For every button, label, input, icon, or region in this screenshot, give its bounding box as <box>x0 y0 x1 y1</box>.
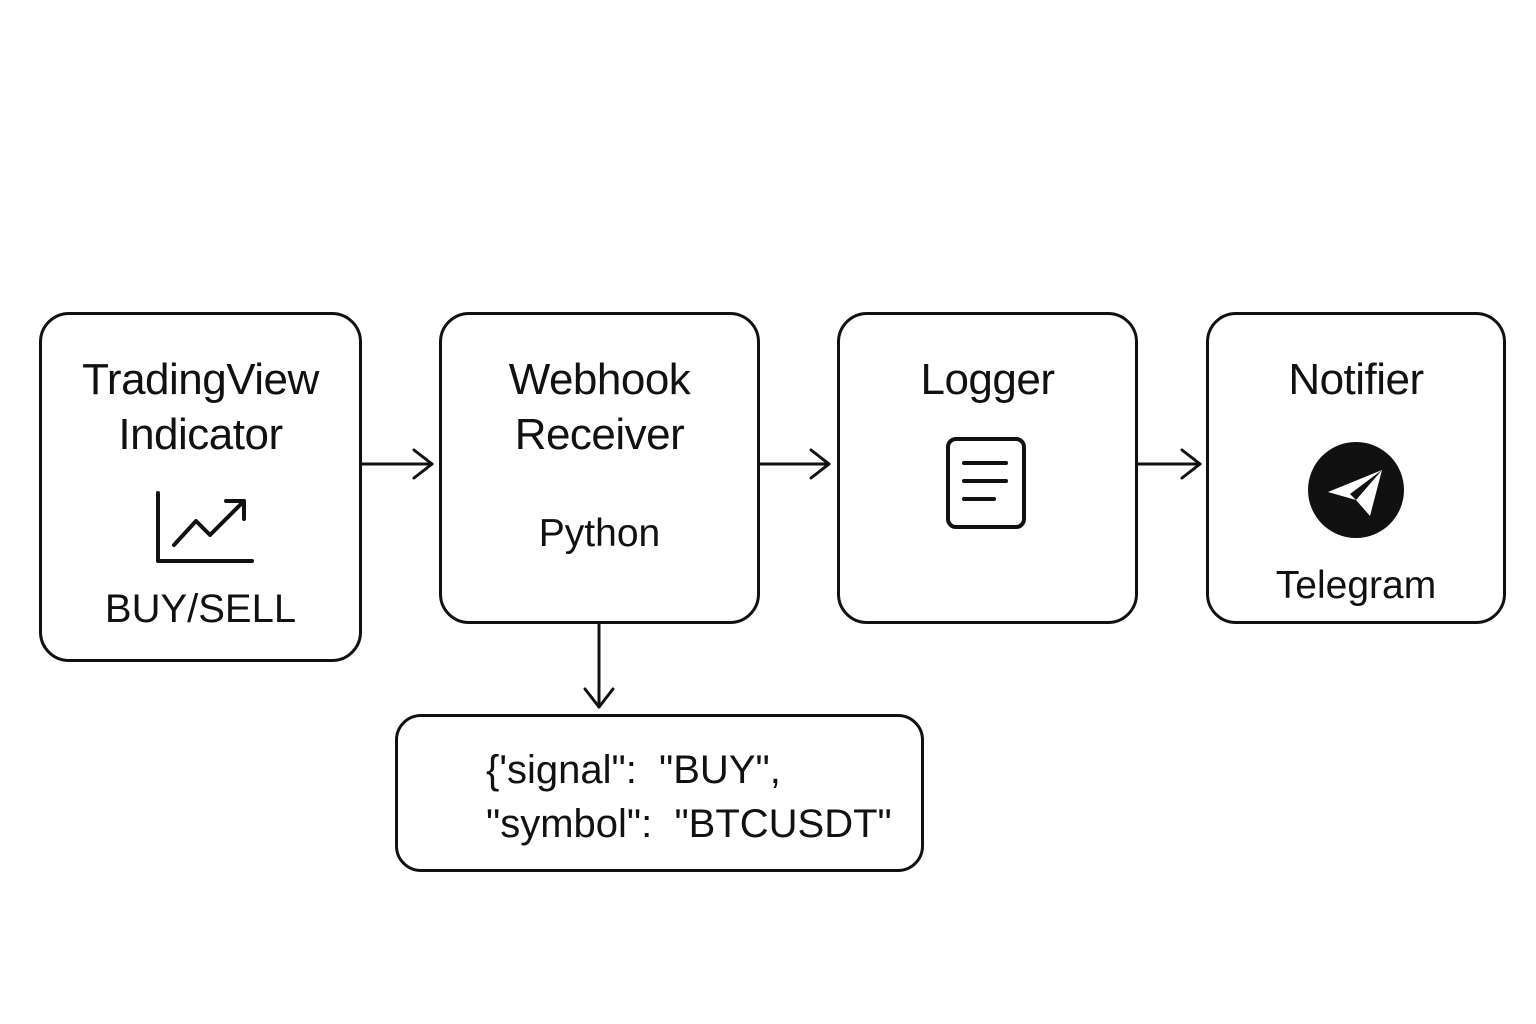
webhook-receiver-node: Webhook Receiver Python <box>439 312 760 624</box>
notifier-title: Notifier <box>1288 355 1424 404</box>
tradingview-title-line1: TradingView <box>82 355 319 404</box>
payload-line-1: {'signal": "BUY", <box>486 748 781 792</box>
telegram-icon <box>1308 442 1404 538</box>
json-payload-node: {'signal": "BUY", "symbol": "BTCUSDT" <box>395 714 924 872</box>
logger-node: Logger <box>837 312 1138 624</box>
tradingview-title-line2: Indicator <box>118 410 283 459</box>
arrow-tradingview-to-webhook <box>360 448 434 480</box>
tradingview-caption: BUY/SELL <box>104 587 297 631</box>
arrow-webhook-to-logger <box>758 448 831 480</box>
document-icon <box>946 437 1026 529</box>
trending-up-chart-icon <box>156 491 254 563</box>
tradingview-indicator-node: TradingView Indicator BUY/SELL <box>39 312 362 662</box>
arrow-webhook-to-payload <box>583 622 615 709</box>
notifier-caption: Telegram <box>1275 564 1437 607</box>
webhook-caption: Python <box>538 512 661 555</box>
webhook-title-line1: Webhook <box>508 355 691 404</box>
arrow-logger-to-notifier <box>1136 448 1202 480</box>
notifier-node: Notifier Telegram <box>1206 312 1506 624</box>
webhook-title-line2: Receiver <box>514 410 685 459</box>
logger-title: Logger <box>920 355 1055 404</box>
payload-line-2: "symbol": "BTCUSDT" <box>486 802 892 846</box>
